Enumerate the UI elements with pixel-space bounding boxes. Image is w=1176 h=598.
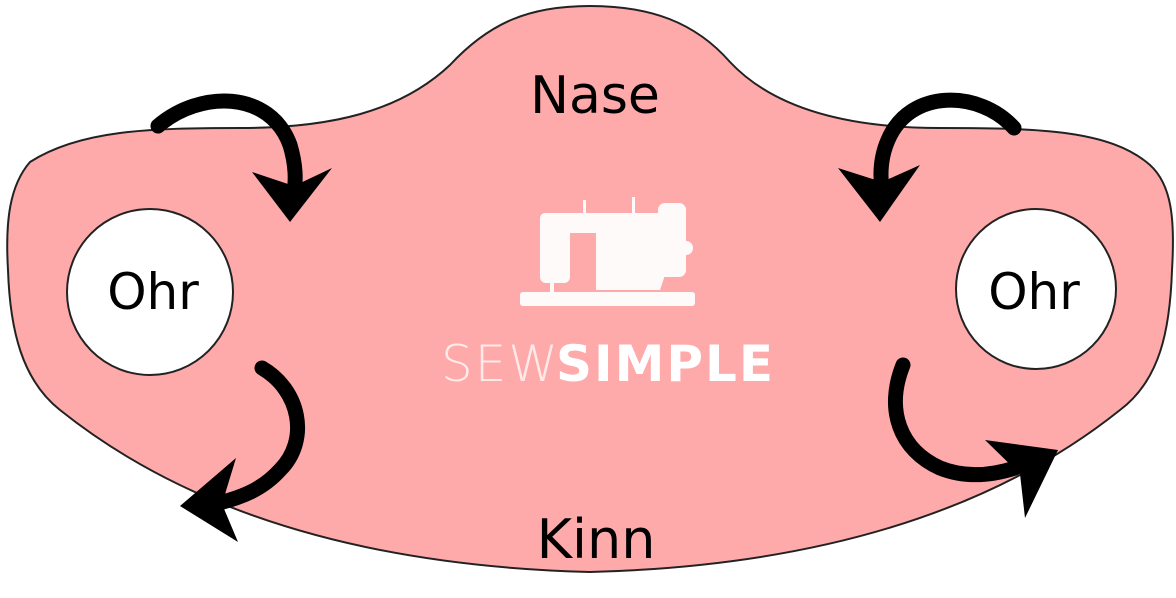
chin-label: Kinn: [537, 508, 656, 571]
logo-text-sew: SEW: [441, 335, 560, 393]
ear-hole-left: [66, 208, 234, 376]
nose-label: Nase: [530, 66, 660, 126]
arrow-bottom-right-icon: [888, 357, 1058, 518]
arrow-bottom-left-icon: [180, 360, 306, 542]
arrow-top-left-icon: [150, 93, 332, 222]
arrow-top-right-icon: [838, 92, 1022, 222]
logo-text-simple: SIMPLE: [556, 335, 775, 393]
ear-hole-right: [955, 208, 1117, 370]
ear-right-label: Ohr: [988, 263, 1080, 321]
sewing-machine-icon: [520, 197, 695, 306]
ear-left-label: Ohr: [107, 263, 199, 321]
